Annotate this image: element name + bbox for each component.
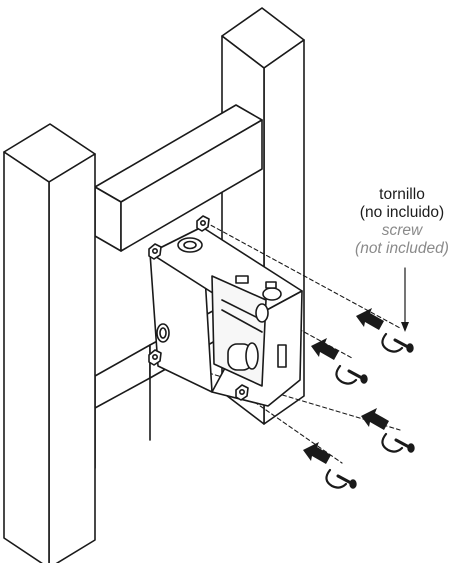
arrow-4 <box>303 442 331 464</box>
screw-3 <box>394 438 415 453</box>
screw-4 <box>336 474 357 489</box>
callout-en-line-1: screw <box>381 222 423 239</box>
lug-top-left <box>148 243 162 260</box>
rotation-arrows <box>325 332 404 489</box>
screw-2 <box>347 369 368 384</box>
mounting-lugs <box>148 215 249 401</box>
rotate-4 <box>325 468 348 489</box>
rotate-2 <box>335 364 358 385</box>
screw-callout: tornillo (no incluido) screw (not includ… <box>340 186 461 258</box>
lug-top-right <box>196 215 210 232</box>
callout-leader <box>401 267 409 332</box>
lug-bottom-right <box>235 384 249 401</box>
insertion-arrows <box>303 308 389 464</box>
callout-en-line-2: (not included) <box>355 240 449 257</box>
rotate-1 <box>381 332 404 353</box>
valve-body <box>149 226 303 407</box>
arrow-1 <box>356 308 384 330</box>
lug-bottom-left <box>148 349 162 366</box>
rotate-3 <box>381 432 404 453</box>
callout-es-line-1: tornillo <box>379 186 425 203</box>
screws <box>336 338 415 489</box>
arrow-3 <box>361 408 389 430</box>
left-stud <box>3 123 96 568</box>
upper-cross-brace <box>94 104 263 252</box>
screw-1 <box>393 338 414 353</box>
callout-es-line-2: (no incluido) <box>359 204 445 221</box>
arrow-2 <box>311 338 339 360</box>
